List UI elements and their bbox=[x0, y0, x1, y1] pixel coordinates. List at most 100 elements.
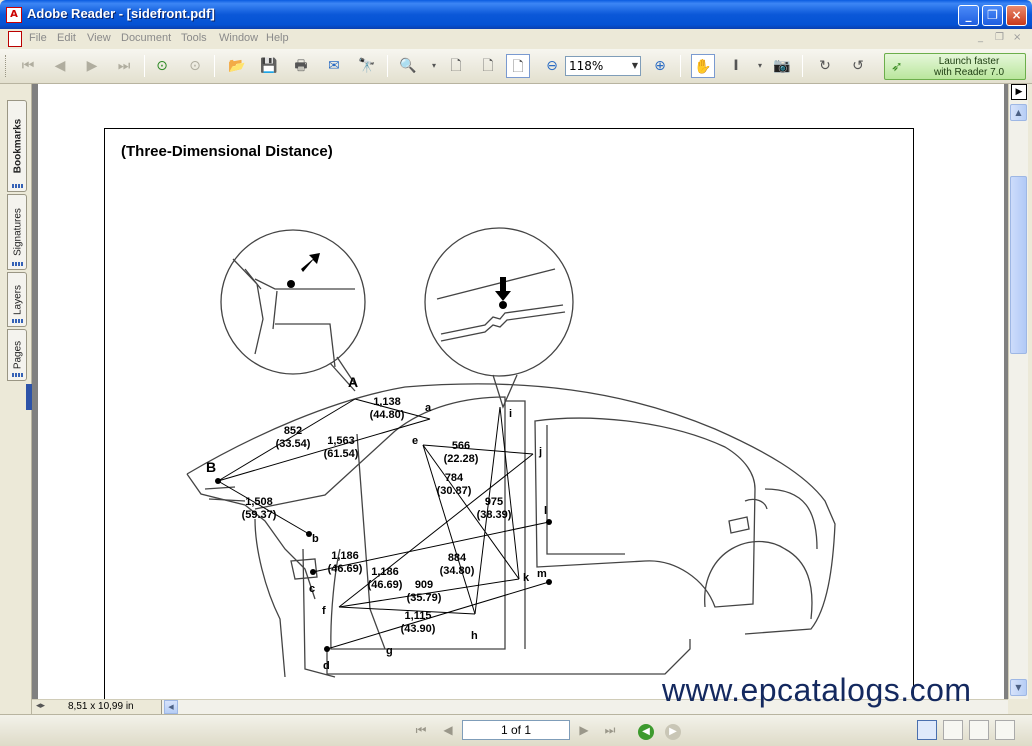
vertical-scrollbar[interactable]: ▲ ▼ bbox=[1008, 84, 1028, 699]
doc-minimize-button[interactable]: _ bbox=[978, 32, 983, 43]
dim-mm: 1,563 bbox=[327, 435, 355, 447]
figure-frame: (Three-Dimensional Distance) bbox=[104, 128, 914, 699]
toolbar-separator bbox=[387, 55, 388, 77]
launch-line1: Launch faster bbox=[938, 56, 1000, 67]
dim-in: (44.80) bbox=[370, 409, 405, 421]
zoom-select[interactable]: 118% ▼ bbox=[565, 56, 641, 76]
menu-view[interactable]: View bbox=[87, 32, 111, 44]
zoom-tool-dropdown-icon[interactable]: ▾ bbox=[431, 61, 436, 70]
dim-mm: 1,508 bbox=[245, 496, 273, 508]
scroll-up-icon[interactable]: ▲ bbox=[1010, 104, 1027, 121]
prev-page-icon[interactable]: ◀ bbox=[54, 58, 66, 74]
menu-tools[interactable]: Tools bbox=[181, 32, 207, 44]
page-number-field[interactable]: 1 of 1 bbox=[462, 720, 570, 740]
bottom-next-page-icon[interactable]: ▶ bbox=[579, 723, 589, 737]
bottom-go-back-icon[interactable]: ◀ bbox=[636, 721, 656, 740]
toolbar-grip[interactable] bbox=[5, 55, 8, 77]
first-page-icon[interactable]: ⏮ bbox=[21, 58, 35, 74]
rotate-counterclockwise-icon[interactable]: ↺ bbox=[852, 58, 864, 74]
tab-signatures[interactable]: Signatures bbox=[7, 194, 27, 270]
menu-edit[interactable]: Edit bbox=[57, 32, 76, 44]
horizontal-scrollbar[interactable]: ◂▸ 8,51 x 10,99 in ◀ bbox=[32, 699, 1008, 714]
pdf-page: (Three-Dimensional Distance) bbox=[38, 84, 1004, 699]
hand-tool-icon[interactable]: ✋ bbox=[691, 54, 715, 78]
fit-page-icon[interactable]: 🗋 bbox=[482, 58, 494, 74]
snapshot-tool-icon[interactable]: 📷 bbox=[773, 58, 791, 74]
panel-expand-arrow-icon[interactable]: ▶ bbox=[1011, 84, 1027, 100]
toolbar-separator bbox=[680, 55, 681, 77]
fit-width-icon[interactable]: 🗋 bbox=[506, 54, 530, 78]
document-pane[interactable]: (Three-Dimensional Distance) bbox=[32, 84, 1008, 699]
label-B: B bbox=[206, 459, 216, 475]
doc-restore-button[interactable]: ❐ bbox=[995, 32, 1004, 43]
label-h: h bbox=[471, 630, 478, 642]
page-size-icon: ◂▸ bbox=[36, 701, 46, 711]
single-page-layout-icon[interactable] bbox=[917, 720, 937, 740]
dim-mm: 1,186 bbox=[371, 566, 399, 578]
tab-layers-label: Layers bbox=[12, 284, 24, 315]
search-binoculars-icon[interactable]: 🔭 bbox=[358, 58, 376, 74]
tab-pages[interactable]: Pages bbox=[7, 329, 27, 381]
menu-file[interactable]: File bbox=[29, 32, 47, 44]
label-g: g bbox=[386, 645, 393, 657]
actual-size-icon[interactable]: 🗋 bbox=[450, 58, 462, 74]
label-a: a bbox=[425, 402, 432, 414]
continuous-layout-icon[interactable] bbox=[943, 720, 963, 740]
next-page-icon[interactable]: ▶ bbox=[86, 58, 98, 74]
menu-help[interactable]: Help bbox=[266, 32, 289, 44]
bottom-go-forward-icon[interactable]: ▶ bbox=[663, 721, 683, 740]
detail-circle-a bbox=[220, 229, 366, 375]
bottom-prev-page-icon[interactable]: ◀ bbox=[443, 723, 453, 737]
menu-window[interactable]: Window bbox=[219, 32, 259, 44]
adobe-pdf-icon: A bbox=[6, 7, 22, 23]
menu-bar: File Edit View Document Tools Window Hel… bbox=[0, 29, 1032, 49]
continuous-facing-layout-icon[interactable] bbox=[995, 720, 1015, 740]
dim-in: (33.54) bbox=[276, 438, 311, 450]
tab-pages-label: Pages bbox=[12, 340, 24, 370]
page-size-text: 8,51 x 10,99 in bbox=[68, 701, 134, 712]
zoom-value: 118% bbox=[569, 59, 604, 73]
menu-document[interactable]: Document bbox=[121, 32, 172, 44]
rotate-clockwise-icon[interactable]: ↻ bbox=[819, 58, 831, 74]
facing-layout-icon[interactable] bbox=[969, 720, 989, 740]
launch-line2: with Reader 7.0 bbox=[933, 67, 1005, 78]
scroll-left-icon[interactable]: ◀ bbox=[164, 700, 178, 714]
scroll-down-icon[interactable]: ▼ bbox=[1010, 679, 1027, 696]
zoom-out-icon[interactable]: ⊖ bbox=[546, 58, 558, 74]
label-b: b bbox=[312, 533, 319, 545]
dim-mm: 884 bbox=[448, 552, 467, 564]
scroll-thumb[interactable] bbox=[1010, 176, 1027, 354]
tab-layers[interactable]: Layers bbox=[7, 272, 27, 327]
tab-bookmarks[interactable]: Bookmarks bbox=[7, 100, 27, 192]
toolbar-separator bbox=[214, 55, 215, 77]
launch-faster-button[interactable]: ➶ Launch faster with Reader 7.0 bbox=[884, 53, 1026, 80]
close-button[interactable]: × bbox=[1006, 5, 1027, 26]
save-icon[interactable]: 💾 bbox=[260, 58, 278, 74]
go-back-icon[interactable]: ⊙ bbox=[156, 58, 168, 74]
minimize-button[interactable]: _ bbox=[958, 5, 979, 26]
go-forward-icon[interactable]: ⊙ bbox=[189, 58, 201, 74]
select-text-tool-icon[interactable]: I bbox=[733, 58, 739, 74]
doc-close-button[interactable]: × bbox=[1013, 32, 1022, 43]
bottom-navigation-bar: ⏮ ◀ 1 of 1 ▶ ⏭ ◀ ▶ bbox=[0, 714, 1032, 746]
open-folder-icon[interactable]: 📂 bbox=[228, 58, 246, 74]
bottom-last-page-icon[interactable]: ⏭ bbox=[604, 723, 616, 737]
launch-leaf-icon: ➶ bbox=[891, 59, 903, 75]
zoom-in-icon[interactable]: ⊕ bbox=[654, 58, 666, 74]
print-icon[interactable]: 🖶 bbox=[294, 58, 308, 74]
email-icon[interactable]: ✉ bbox=[328, 58, 340, 74]
maximize-button[interactable]: ❐ bbox=[982, 5, 1003, 26]
tab-bookmarks-label: Bookmarks bbox=[12, 118, 24, 174]
bottom-first-page-icon[interactable]: ⏮ bbox=[415, 723, 427, 737]
panel-resize-handle[interactable] bbox=[26, 384, 32, 410]
dim-mm: 1,115 bbox=[405, 610, 432, 622]
zoom-in-tool-icon[interactable]: 🔍 bbox=[399, 58, 417, 74]
dim-mm: 975 bbox=[485, 496, 503, 508]
label-j: j bbox=[538, 446, 542, 458]
select-tool-dropdown-icon[interactable]: ▾ bbox=[757, 61, 762, 70]
dim-in: (46.69) bbox=[368, 579, 403, 591]
document-icon bbox=[8, 31, 22, 47]
last-page-icon[interactable]: ⏭ bbox=[117, 58, 131, 74]
dim-in: (59.37) bbox=[242, 509, 277, 521]
